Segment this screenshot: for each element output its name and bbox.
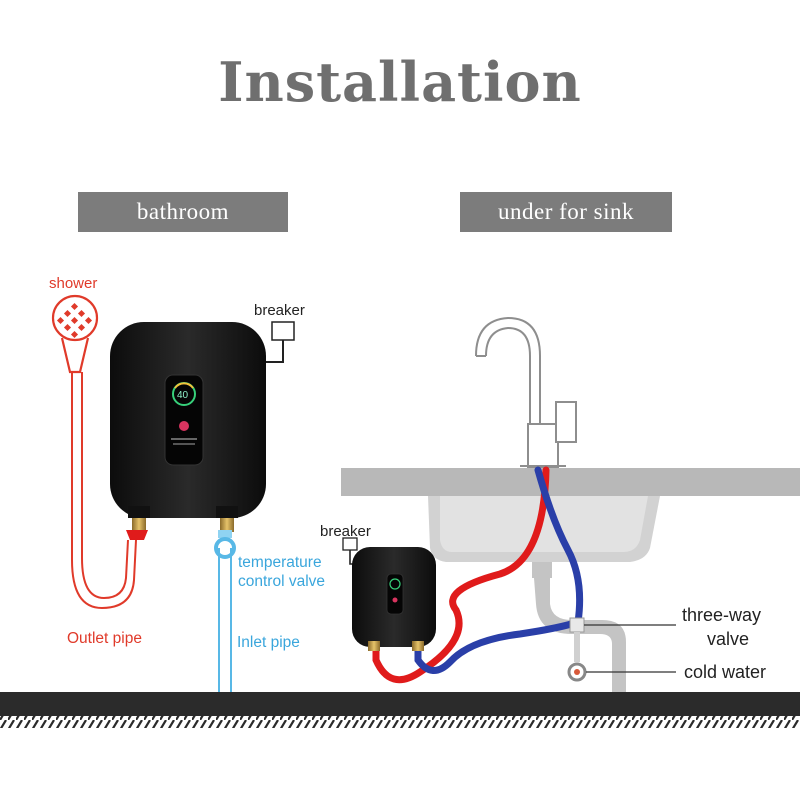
breaker-left-icon [258,321,295,363]
inlet-pipe [218,548,232,692]
hot-water-hose [372,466,550,684]
power-button-icon [179,421,189,431]
shower-label: shower [49,275,97,292]
three-way-valve-label-1: three-way [682,605,761,625]
three-way-valve-label-2: valve [707,629,749,649]
temperature-valve-label-1: temperature [238,554,322,571]
breaker-left-label: breaker [254,302,305,319]
outlet-fitting [126,530,148,540]
sink-counter [341,468,800,562]
section-label-bathroom: bathroom [78,192,288,232]
shower-head-icon [51,294,99,374]
water-heater-right [352,547,436,651]
water-heater-left: 40 [110,322,266,532]
cold-water-label: cold water [684,662,766,682]
three-way-valve-icon [567,617,587,682]
outlet-hose [71,372,137,610]
temperature-readout-left: 40 [177,390,189,401]
cold-water-hose [414,466,584,674]
temperature-valve-label-2: control valve [238,573,325,590]
section-label-under-sink: under for sink [460,192,672,232]
temperature-control-valve-icon [214,530,236,559]
inlet-pipe-label: Inlet pipe [237,634,300,651]
page-title: Installation [218,50,582,114]
outlet-pipe-label: Outlet pipe [67,630,142,647]
faucet-icon [475,316,577,469]
breaker-right-label: breaker [320,523,371,540]
drain-pipe [532,562,626,692]
floor [0,692,800,728]
